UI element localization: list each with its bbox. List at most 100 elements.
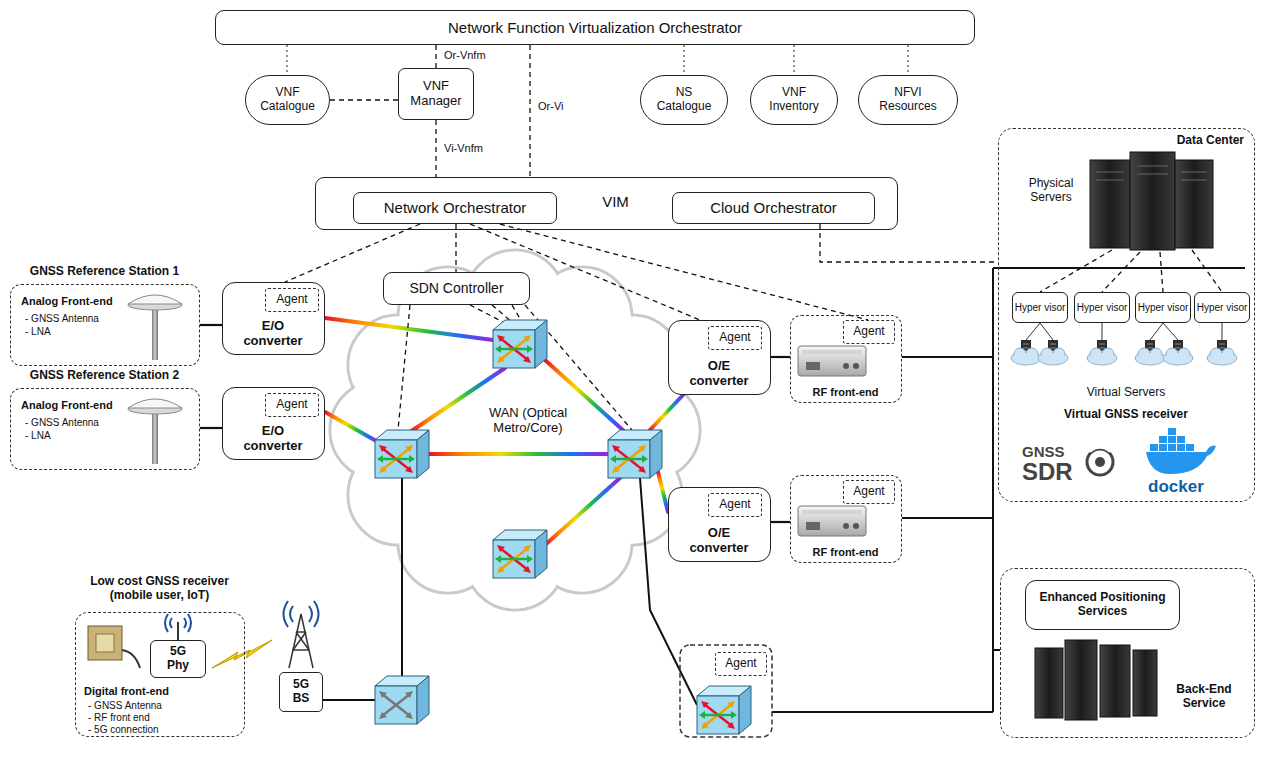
base-station-tower bbox=[309, 606, 312, 622]
node-label: RF front-end bbox=[791, 546, 900, 559]
base-station-tower bbox=[293, 632, 306, 650]
base-station-tower bbox=[296, 631, 306, 633]
phy-box: 5G Phy bbox=[150, 640, 206, 678]
physical-servers bbox=[1090, 152, 1213, 250]
catalogue-oval: NS Catalogue bbox=[640, 75, 728, 125]
station-box: GNSS Reference Station 2Analog Front-end… bbox=[10, 388, 200, 470]
list-item: - LNA bbox=[25, 326, 51, 338]
catalogue-oval: VNF Catalogue bbox=[245, 75, 330, 125]
switches bbox=[493, 530, 547, 578]
orchestrator-box: Cloud Orchestrator bbox=[672, 192, 875, 224]
orchestrator-box: Network Orchestrator bbox=[353, 192, 557, 224]
node-label: Agent bbox=[276, 293, 307, 307]
node-label: Agent bbox=[719, 331, 750, 345]
group-label: Virtual Servers bbox=[999, 386, 1253, 400]
node-label: Network Orchestrator bbox=[384, 199, 527, 216]
optical-links bbox=[325, 318, 683, 545]
switches bbox=[697, 686, 751, 734]
backend-servers bbox=[1035, 648, 1063, 718]
base-station-box: 5G BS bbox=[279, 672, 323, 712]
hypervisor-links bbox=[1026, 323, 1040, 340]
optical-links bbox=[658, 472, 668, 512]
frontend-box: RF front-endAgent bbox=[790, 315, 902, 403]
optical-links bbox=[325, 318, 493, 340]
wired-links bbox=[902, 517, 993, 519]
agent-box: Agent bbox=[265, 288, 319, 312]
connector bbox=[455, 224, 456, 272]
node-label: Network Function Virtualization Orchestr… bbox=[448, 19, 742, 36]
optical-links bbox=[650, 395, 683, 430]
gnss-sdr-logo bbox=[1090, 448, 1110, 452]
list-item: - GNSS Antenna bbox=[25, 313, 99, 325]
virtual-servers bbox=[1038, 340, 1068, 365]
agent-box: Agent bbox=[843, 480, 895, 504]
wired-links bbox=[902, 356, 993, 358]
switches bbox=[375, 430, 429, 478]
list-item: - GNSS Antenna bbox=[88, 700, 162, 712]
hypervisor-box: Hyper visor bbox=[1194, 292, 1250, 323]
station-heading: GNSS Reference Station 2 bbox=[11, 369, 198, 383]
connector bbox=[286, 45, 287, 75]
connector bbox=[435, 45, 436, 68]
service-box: Enhanced Positioning Services bbox=[1025, 580, 1180, 630]
network-label: WAN (Optical Metro/Core) bbox=[470, 406, 586, 436]
physical-servers bbox=[1181, 180, 1207, 181]
backend-servers bbox=[1065, 640, 1097, 720]
rf-devices bbox=[798, 346, 866, 536]
converter-box: E/O converterAgent bbox=[222, 387, 325, 460]
gnss-sdr-logo bbox=[1087, 449, 1113, 475]
device-heading: Low cost GNSS receiver (mobile user, IoT… bbox=[76, 575, 243, 603]
node-label: VIM bbox=[558, 193, 673, 210]
gnss-antennas bbox=[128, 399, 182, 464]
virtual-servers bbox=[1011, 340, 1237, 365]
docker-logo bbox=[1177, 444, 1185, 451]
switches bbox=[375, 676, 429, 724]
controller-box: SDN Controller bbox=[383, 272, 530, 305]
gnss-antennas bbox=[128, 295, 182, 360]
virtual-servers bbox=[1011, 340, 1041, 365]
physical-servers bbox=[1090, 160, 1130, 248]
rf-devices bbox=[798, 506, 866, 536]
wired-links bbox=[772, 711, 993, 713]
group-label: Virtual GNSS receiver bbox=[999, 408, 1253, 422]
resources-oval: NFVI Resources bbox=[858, 75, 958, 125]
radio-antenna bbox=[177, 622, 179, 640]
backend-servers bbox=[1133, 650, 1157, 716]
physical-servers bbox=[1137, 166, 1168, 167]
connector bbox=[435, 120, 436, 177]
node-label: Agent bbox=[725, 657, 756, 671]
region-heading: Data Center bbox=[1177, 134, 1244, 148]
docker-logo bbox=[1168, 444, 1176, 451]
list-item: - GNSS Antenna bbox=[25, 417, 99, 429]
rf-devices bbox=[798, 346, 866, 376]
base-station-tower bbox=[296, 632, 309, 650]
hypervisor-box: Hyper visor bbox=[1135, 292, 1191, 323]
node-label: Hyper visor bbox=[1077, 302, 1128, 314]
radio-antenna bbox=[188, 614, 191, 632]
node-label: NS Catalogue bbox=[651, 86, 717, 114]
patch-antenna bbox=[88, 626, 122, 660]
connector bbox=[793, 45, 794, 75]
wan-cloud bbox=[330, 250, 700, 610]
node-label: Hyper visor bbox=[1015, 302, 1066, 314]
wired-links bbox=[993, 649, 1000, 651]
hypervisor-links bbox=[1102, 323, 1103, 340]
physical-servers bbox=[1096, 172, 1124, 173]
receiver-box: Low cost GNSS receiver (mobile user, IoT… bbox=[75, 612, 245, 737]
optical-links bbox=[545, 478, 620, 545]
logo-text: docker bbox=[1148, 477, 1204, 497]
connector bbox=[200, 324, 222, 326]
gnss-sdr-logo bbox=[1095, 457, 1105, 467]
virtual-servers bbox=[1135, 340, 1165, 365]
control-links bbox=[1040, 250, 1112, 292]
docker-logo bbox=[1168, 428, 1176, 435]
control-links bbox=[492, 305, 512, 322]
agent-box: Agent bbox=[708, 326, 762, 350]
radio-antenna bbox=[170, 618, 172, 628]
node-label: O/E converter bbox=[669, 526, 769, 556]
node-label: RF front-end bbox=[791, 386, 900, 399]
node-label: Hyper visor bbox=[1138, 302, 1189, 314]
optical-links bbox=[325, 412, 378, 442]
connector bbox=[529, 45, 530, 177]
control-links bbox=[1160, 252, 1163, 292]
